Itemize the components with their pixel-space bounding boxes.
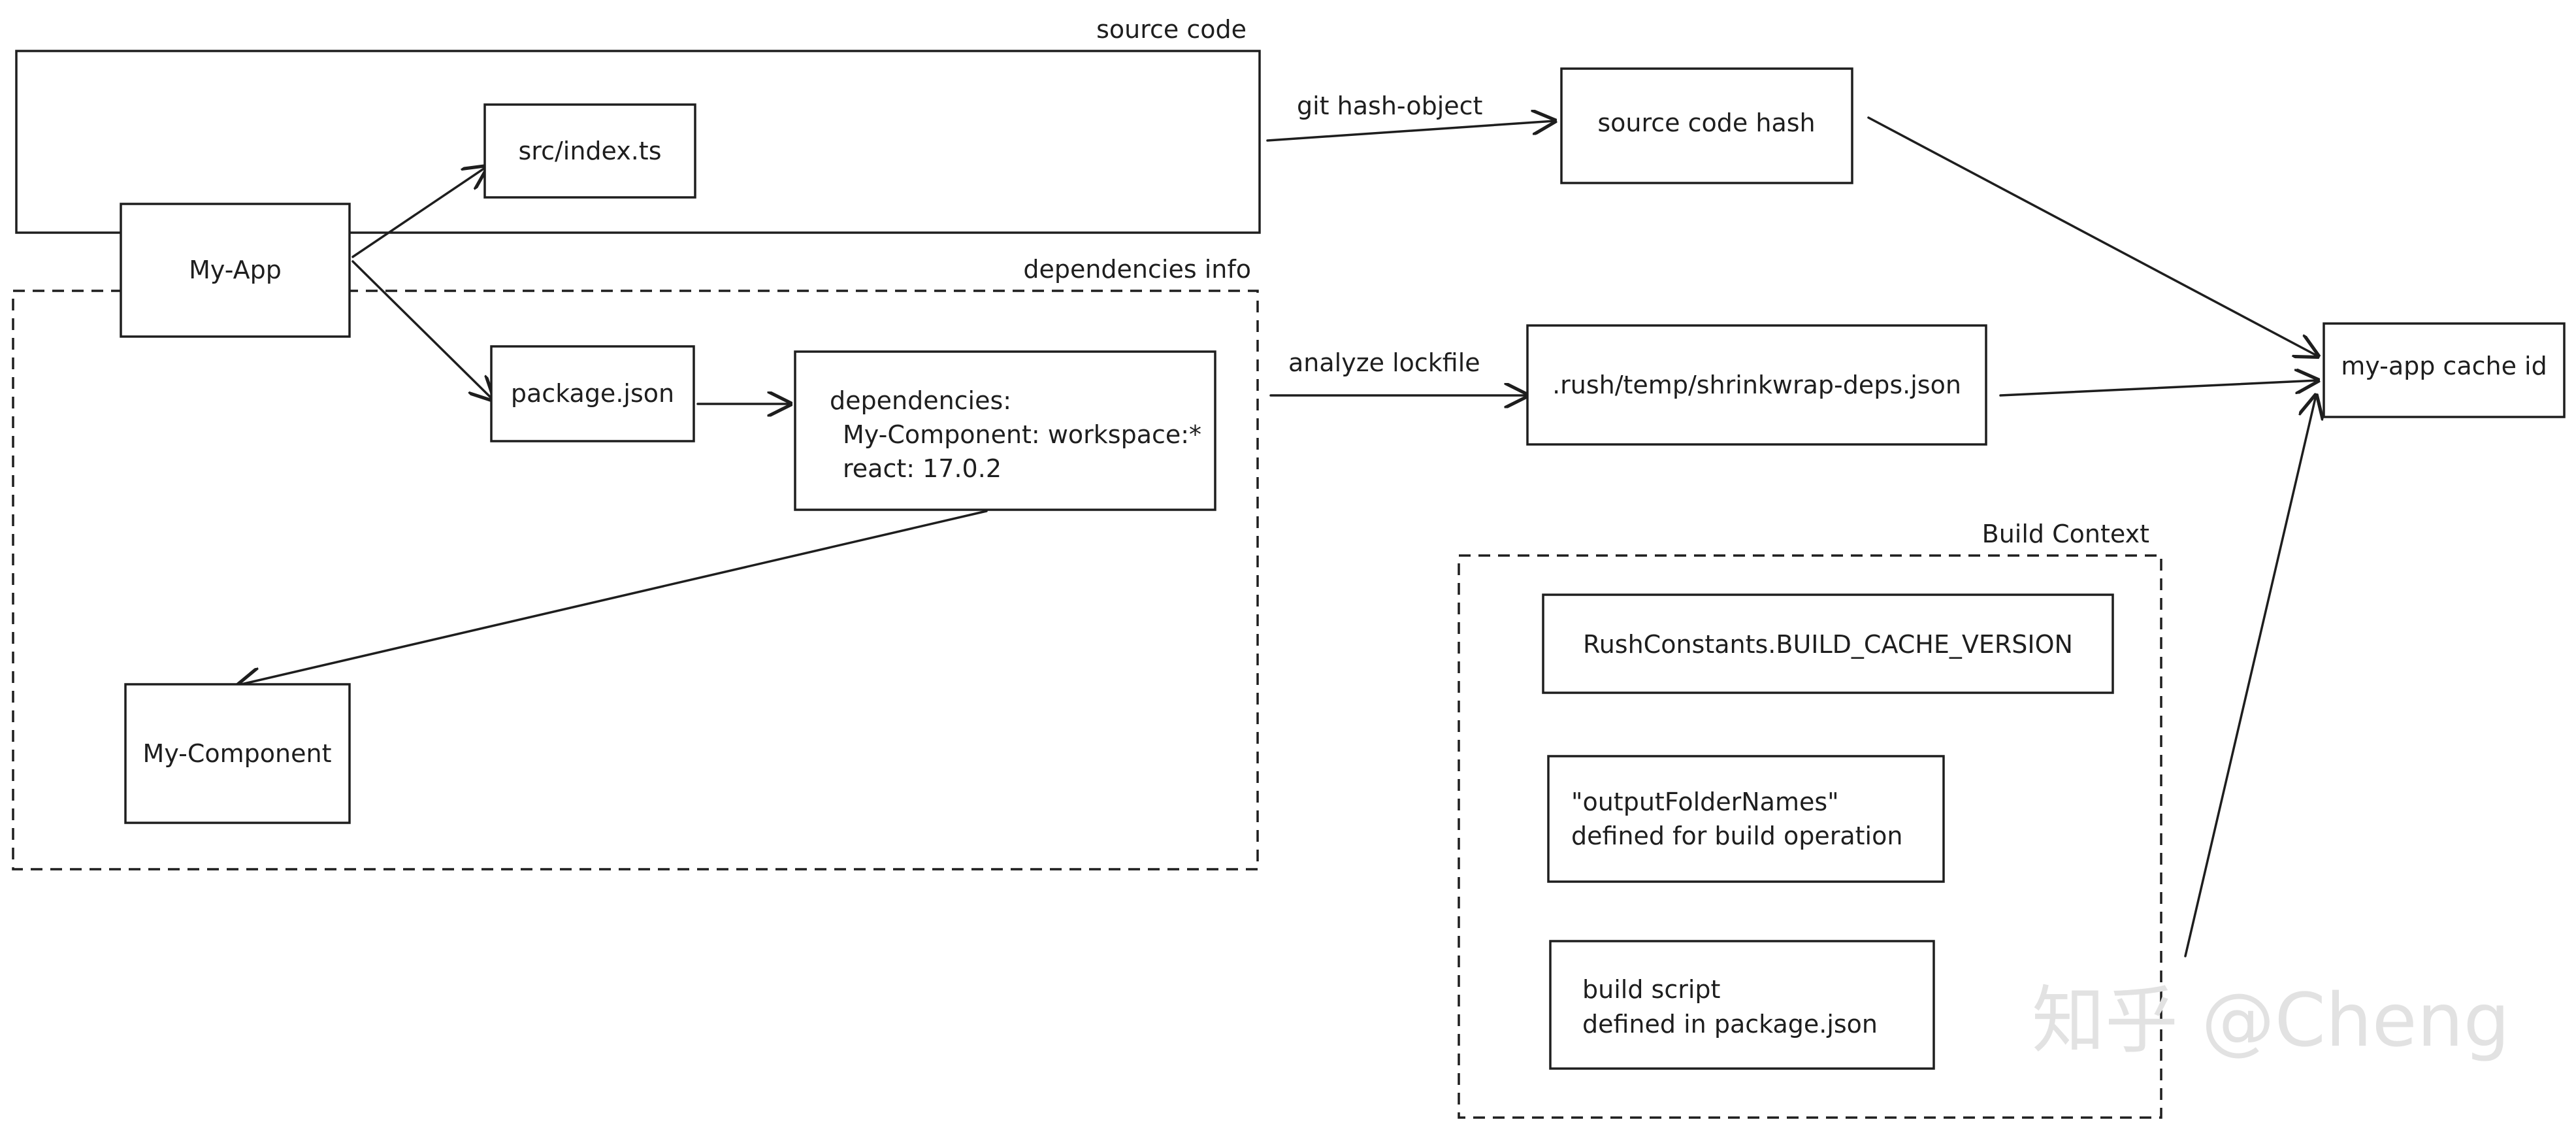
dependencies-line-2: My-Component: workspace:* xyxy=(843,420,1201,449)
edges xyxy=(238,116,2318,957)
edge-shrinkwrap-to-cache-id xyxy=(1999,380,2318,397)
node-shrinkwrap-deps[interactable]: .rush/temp/shrinkwrap-deps.json xyxy=(1526,324,1987,446)
node-my-component[interactable]: My-Component xyxy=(124,683,351,824)
node-build-cache-version[interactable]: RushConstants.BUILD_CACHE_VERSION xyxy=(1542,593,2114,694)
output-folder-names-line-2: defined for build operation xyxy=(1571,822,1902,850)
output-folder-names-line-1: "outputFolderNames" xyxy=(1571,788,1839,816)
shrinkwrap-deps-label: .rush/temp/shrinkwrap-deps.json xyxy=(1552,371,1961,399)
source-code-group: source code xyxy=(15,15,1261,234)
build-context-group-label: Build Context xyxy=(1982,520,2149,548)
watermark: 知乎 @Cheng xyxy=(2032,978,2510,1063)
analyze-lockfile-label: analyze lockfile xyxy=(1288,348,1480,377)
source-code-hash-label: source code hash xyxy=(1597,108,1815,137)
node-dependencies[interactable]: dependencies: My-Component: workspace:* … xyxy=(794,350,1216,511)
edge-source-hash-to-cache-id xyxy=(1867,116,2318,356)
my-app-label: My-App xyxy=(189,256,282,284)
build-script-line-1: build script xyxy=(1582,975,1720,1004)
build-context-frame xyxy=(1458,554,2162,1119)
build-context-group: Build Context xyxy=(1458,520,2162,1119)
dependencies-line-3: react: 17.0.2 xyxy=(843,454,1002,483)
build-script-line-2: defined in package.json xyxy=(1582,1010,1878,1039)
cache-id-label: my-app cache id xyxy=(2341,352,2547,380)
git-hash-object-label: git hash-object xyxy=(1297,91,1482,120)
my-component-label: My-Component xyxy=(143,739,332,768)
source-code-group-label: source code xyxy=(1096,15,1247,44)
node-my-app[interactable]: My-App xyxy=(120,203,351,338)
src-index-label: src/index.ts xyxy=(518,137,661,165)
dependencies-info-group: dependencies info xyxy=(12,255,1259,871)
edge-git-hash-object xyxy=(1266,121,1555,142)
dependencies-line-1: dependencies: xyxy=(830,386,1011,415)
node-source-code-hash[interactable]: source code hash xyxy=(1560,67,1853,184)
package-json-label: package.json xyxy=(511,379,674,408)
node-cache-id[interactable]: my-app cache id xyxy=(2323,322,2566,418)
node-src-index[interactable]: src/index.ts xyxy=(483,103,696,199)
edge-build-context-to-cache-id xyxy=(2184,395,2316,957)
dependencies-info-frame xyxy=(12,290,1259,871)
node-package-json[interactable]: package.json xyxy=(490,345,695,442)
source-code-frame xyxy=(15,50,1261,234)
build-cache-version-label: RushConstants.BUILD_CACHE_VERSION xyxy=(1583,630,2073,659)
edge-my-app-to-package-json xyxy=(351,260,493,400)
dependencies-info-group-label: dependencies info xyxy=(1023,255,1251,284)
edge-dependencies-to-my-component xyxy=(238,510,988,685)
edge-my-app-to-src-index xyxy=(351,167,487,258)
node-build-script[interactable]: build script defined in package.json xyxy=(1549,940,1935,1070)
node-output-folder-names[interactable]: "outputFolderNames" defined for build op… xyxy=(1547,755,1945,883)
